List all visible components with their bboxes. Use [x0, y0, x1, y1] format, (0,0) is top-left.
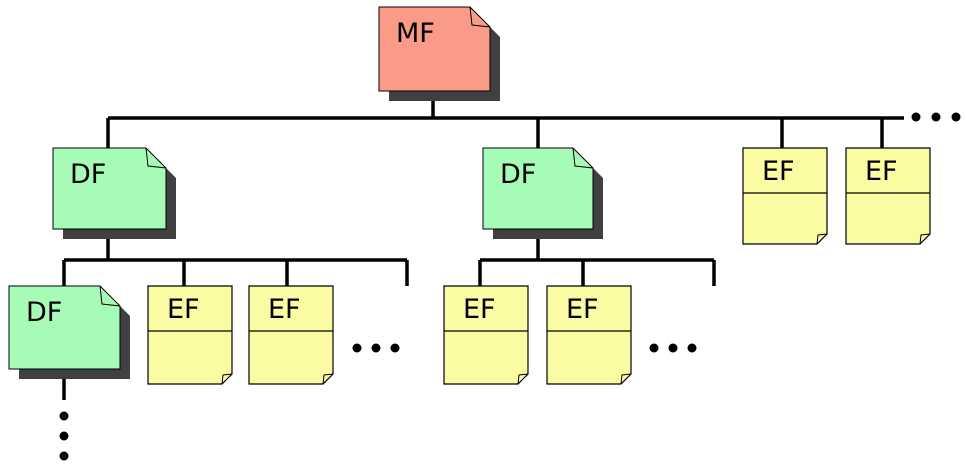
folded-corner [145, 147, 167, 169]
node-label: EF [762, 156, 795, 187]
connector-lines [62, 90, 904, 400]
ellipsis-vertical [59, 411, 69, 461]
folder-shape [52, 147, 167, 230]
folded-corner [919, 233, 931, 245]
ef-level1-a-node: EF [742, 147, 828, 245]
ef-level2-d-node: EF [546, 285, 632, 385]
folder-shape [8, 285, 121, 370]
folded-corner [99, 285, 121, 307]
ef-level2-b-node: EF [248, 285, 334, 385]
df-level1-left-node: DF [52, 147, 176, 239]
df-level2-node: DF [8, 285, 130, 379]
node-label: EF [566, 294, 599, 325]
file-shape [248, 285, 334, 385]
node-label: EF [167, 294, 200, 325]
folded-corner [816, 233, 828, 245]
node-label: EF [463, 294, 496, 325]
folder-shape [482, 147, 594, 230]
mf-node: MF [378, 6, 500, 101]
node-label: DF [500, 159, 536, 190]
file-shape [546, 285, 632, 385]
folded-corner [221, 373, 233, 385]
folded-corner [322, 373, 334, 385]
ef-level1-b-node: EF [845, 147, 931, 245]
folded-corner [517, 373, 529, 385]
nodes-layer: MF DF DF EF EF DF EF EF EF EF [8, 6, 931, 385]
node-label: DF [70, 159, 106, 190]
node-label: EF [865, 156, 898, 187]
folded-corner [620, 373, 632, 385]
ellipsis-level2-mid [649, 343, 697, 353]
file-shape [742, 147, 828, 245]
ef-level2-c-node: EF [443, 285, 529, 385]
ellipsis-level1 [911, 112, 961, 122]
df-level1-mid-node: DF [482, 147, 603, 239]
node-label: EF [268, 294, 301, 325]
file-shape [845, 147, 931, 245]
file-shape [147, 285, 233, 385]
node-label: MF [396, 18, 435, 49]
ef-level2-a-node: EF [147, 285, 233, 385]
file-shape [443, 285, 529, 385]
folded-corner [572, 147, 594, 169]
folded-corner [469, 6, 491, 28]
node-label: DF [26, 297, 62, 328]
folder-shape [378, 6, 491, 92]
ellipsis-level2-left [352, 343, 400, 353]
